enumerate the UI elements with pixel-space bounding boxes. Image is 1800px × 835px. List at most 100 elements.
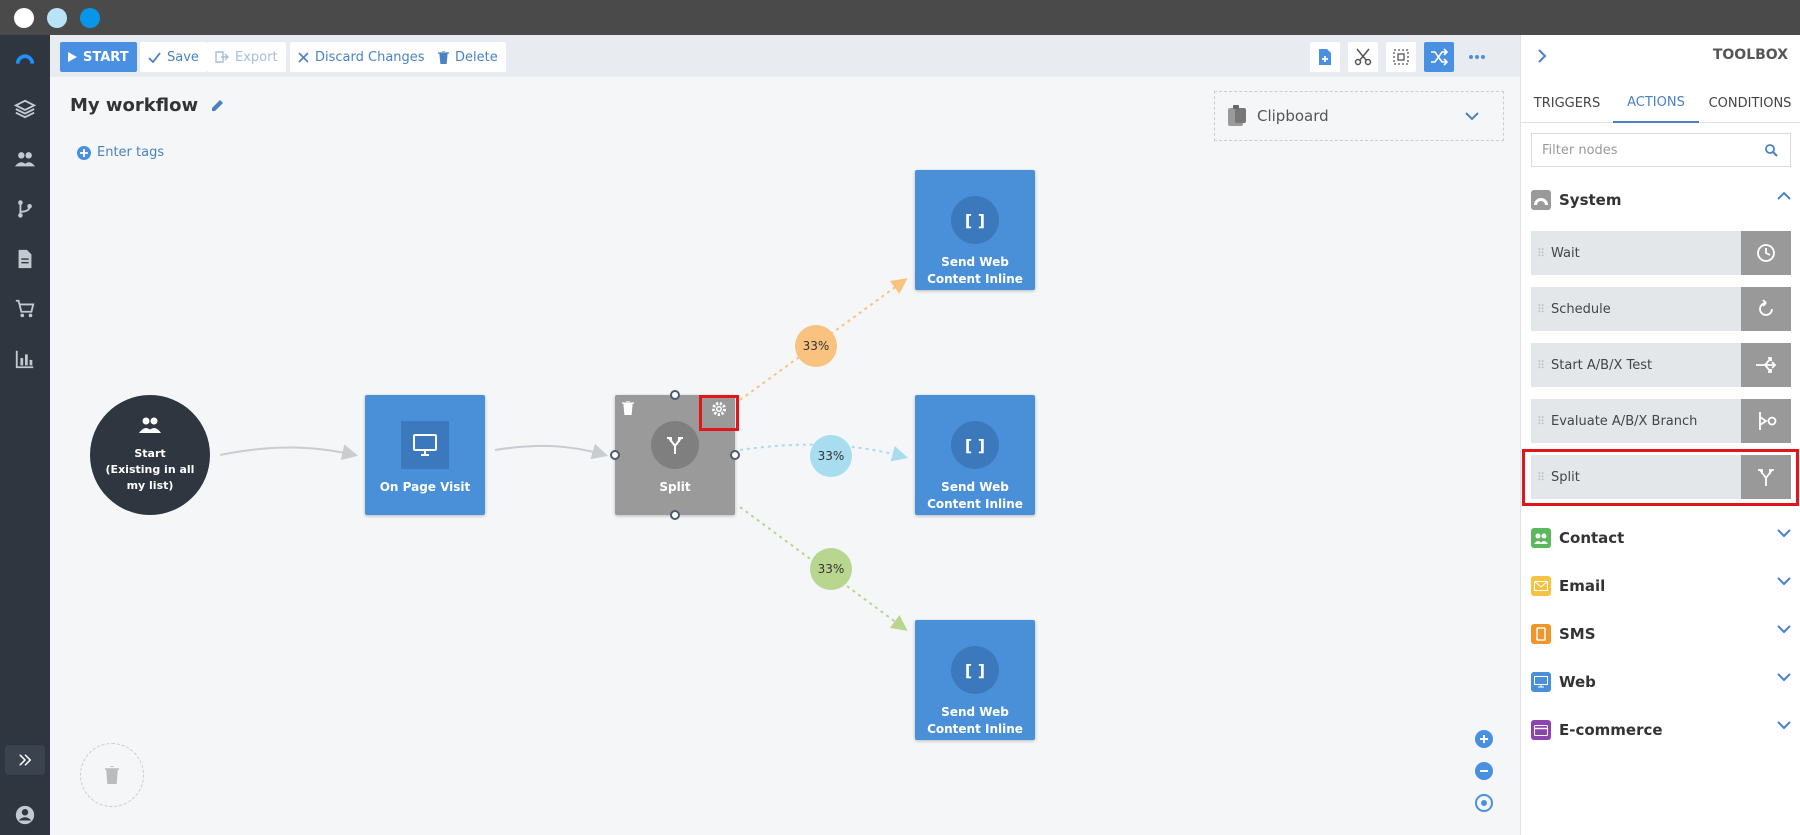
item-icon-box <box>1741 399 1791 443</box>
drag-handle-icon[interactable]: ⠿ <box>1536 358 1546 372</box>
split-percent-middle[interactable]: 33% <box>810 435 852 477</box>
chevron-up-icon <box>1777 191 1791 200</box>
split-node-handle-right[interactable] <box>730 450 740 460</box>
send-node-2-label: Send Web Content Inline <box>927 480 1023 511</box>
delete-button[interactable]: Delete <box>430 42 506 72</box>
window-minimize-button[interactable] <box>47 8 67 28</box>
nav-account[interactable] <box>0 795 50 835</box>
start-node[interactable]: Start (Existing in all my list) <box>90 395 210 515</box>
toolbox-item-wait[interactable]: ⠿ Wait <box>1531 231 1791 275</box>
double-chevron-right-icon <box>19 754 32 766</box>
group-web-label: Web <box>1559 673 1596 691</box>
group-email-label: Email <box>1559 577 1606 595</box>
save-button[interactable]: Save <box>140 42 207 72</box>
group-email[interactable]: Email <box>1531 571 1791 601</box>
edit-pencil-icon[interactable] <box>210 98 225 113</box>
item-evaluate-abx-label: Evaluate A/B/X Branch <box>1551 413 1698 429</box>
nav-logo[interactable] <box>0 39 50 79</box>
nav-documents[interactable] <box>0 239 50 279</box>
schedule-icon <box>1759 299 1773 316</box>
group-sms-label: SMS <box>1559 625 1596 643</box>
toolbox-item-evaluate-abx-branch[interactable]: ⠿ Evaluate A/B/X Branch <box>1531 399 1791 443</box>
clipboard-icon <box>1228 105 1246 126</box>
item-start-abx-label: Start A/B/X Test <box>1551 357 1653 373</box>
drag-handle-icon[interactable]: ⠿ <box>1536 414 1546 428</box>
trash-drop-zone[interactable] <box>80 743 144 807</box>
enter-tags-button[interactable]: Enter tags <box>77 145 164 160</box>
nav-workflows[interactable] <box>0 189 50 229</box>
drag-handle-icon[interactable]: ⠿ <box>1536 246 1546 260</box>
on-page-visit-node[interactable]: On Page Visit <box>365 395 485 515</box>
nav-reports[interactable] <box>0 339 50 379</box>
people-icon <box>139 417 161 433</box>
save-button-label: Save <box>167 49 199 65</box>
item-icon-box <box>1741 455 1791 499</box>
close-icon <box>298 51 309 63</box>
brackets-icon: [ ] <box>964 210 986 230</box>
tab-actions[interactable]: ACTIONS <box>1613 83 1699 123</box>
center-view-button[interactable] <box>1475 794 1493 812</box>
workflow-title-text: My workflow <box>70 95 199 116</box>
toolbox-item-schedule[interactable]: ⠿ Schedule <box>1531 287 1791 331</box>
start-button[interactable]: START <box>60 42 137 72</box>
group-contact[interactable]: Contact <box>1531 523 1791 553</box>
split-node-handle-left[interactable] <box>610 450 620 460</box>
discard-changes-button[interactable]: Discard Changes <box>290 42 433 72</box>
discard-changes-label: Discard Changes <box>315 49 425 65</box>
toolbox-item-start-abx-test[interactable]: ⠿ Start A/B/X Test <box>1531 343 1791 387</box>
group-web[interactable]: Web <box>1531 667 1791 697</box>
split-percent-bottom[interactable]: 33% <box>810 548 852 590</box>
tab-triggers[interactable]: TRIGGERS <box>1533 95 1601 111</box>
workflow-canvas[interactable]: START Save Export Discard Changes Delete <box>50 35 1520 835</box>
play-icon <box>68 52 77 62</box>
nav-contacts[interactable] <box>0 139 50 179</box>
filter-placeholder: Filter nodes <box>1542 142 1618 158</box>
drag-handle-icon[interactable]: ⠿ <box>1536 302 1546 316</box>
gear-icon[interactable] <box>711 401 727 417</box>
send-web-content-node-3[interactable]: [ ] Send Web Content Inline <box>915 620 1035 740</box>
send-web-content-node-1[interactable]: [ ] Send Web Content Inline <box>915 170 1035 290</box>
shuffle-button[interactable] <box>1424 42 1454 72</box>
nav-layers[interactable] <box>0 89 50 129</box>
more-options-button[interactable] <box>1462 42 1492 72</box>
chevron-right-icon[interactable] <box>1537 49 1547 63</box>
export-button-label: Export <box>235 49 278 65</box>
tab-conditions[interactable]: CONDITIONS <box>1708 95 1792 111</box>
window-maximize-button[interactable] <box>80 8 100 28</box>
item-wait-label: Wait <box>1551 245 1580 261</box>
split-node-handle-bottom[interactable] <box>670 510 680 520</box>
split-icon <box>1758 469 1774 486</box>
ab-test-icon <box>1756 357 1777 373</box>
send-web-content-node-2[interactable]: [ ] Send Web Content Inline <box>915 395 1035 515</box>
nav-ecommerce[interactable] <box>0 289 50 329</box>
zoom-in-button[interactable] <box>1475 730 1493 748</box>
toolbox-item-split[interactable]: ⠿ Split <box>1531 455 1791 499</box>
filter-nodes-input[interactable]: Filter nodes <box>1531 133 1791 167</box>
item-icon-box <box>1741 343 1791 387</box>
group-sms[interactable]: SMS <box>1531 619 1791 649</box>
group-system[interactable]: System <box>1531 185 1791 215</box>
split-node[interactable]: Split <box>615 395 735 515</box>
drag-handle-icon[interactable]: ⠿ <box>1536 470 1546 484</box>
chevron-down-icon <box>1777 673 1791 682</box>
node-icon-circle: [ ] <box>951 646 999 694</box>
group-ecommerce[interactable]: E-commerce <box>1531 715 1791 745</box>
nav-expand[interactable] <box>5 745 45 775</box>
export-button[interactable]: Export <box>207 42 286 72</box>
clipboard-dropdown[interactable]: Clipboard <box>1214 91 1504 141</box>
ecommerce-group-icon <box>1531 720 1551 740</box>
clock-icon <box>1757 244 1775 262</box>
search-icon[interactable] <box>1765 144 1778 157</box>
check-icon <box>148 51 161 63</box>
send-node-3-label: Send Web Content Inline <box>927 705 1023 736</box>
cut-button[interactable] <box>1348 42 1378 72</box>
add-node-button[interactable] <box>1310 42 1340 72</box>
window-close-button[interactable] <box>14 8 34 28</box>
select-area-button[interactable] <box>1386 42 1416 72</box>
split-percent-top[interactable]: 33% <box>795 325 837 367</box>
trash-icon[interactable] <box>622 401 634 415</box>
add-circle-icon <box>77 145 91 160</box>
split-node-handle-top[interactable] <box>670 390 680 400</box>
zoom-out-button[interactable] <box>1475 762 1493 780</box>
branch-icon <box>18 200 32 218</box>
